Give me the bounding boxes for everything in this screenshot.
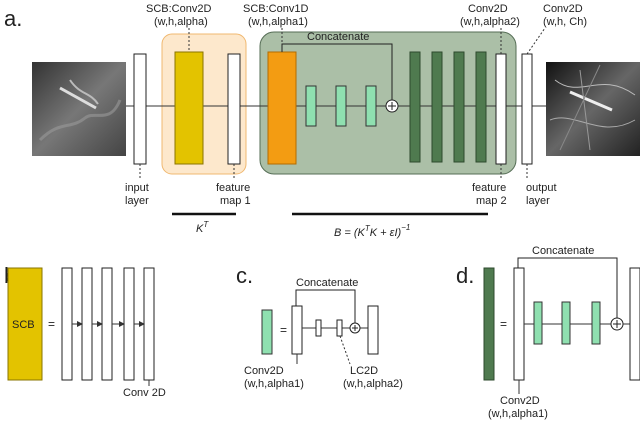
output-layer: [521, 53, 533, 165]
output-layer-label-1: output: [526, 182, 557, 194]
concatenate-label-d: Concatenate: [532, 245, 594, 257]
feature-map-2: [495, 53, 507, 165]
scb-conv2d-layer: [174, 51, 204, 165]
lc2d-block-2-c: [336, 319, 343, 337]
dark-green-layer-3: [453, 51, 465, 163]
concat-skip-line: [281, 43, 393, 100]
output-block-d: [629, 267, 640, 381]
equals-d: =: [500, 317, 507, 331]
conv2d-ch-title: Conv2D: [543, 3, 583, 15]
feature-map2-label-1: feature: [472, 182, 506, 194]
dark-green-layer-2: [431, 51, 443, 163]
conv2d-label-d-2: (w,h,alpha1): [488, 408, 548, 420]
output-block-c: [367, 305, 379, 355]
panel-label-a: a.: [4, 6, 22, 31]
scb-label-b: SCB: [12, 319, 35, 331]
lc2d-block-1-c: [315, 319, 322, 337]
scb-block-b: [7, 267, 43, 381]
conv2d-block-c: [291, 305, 303, 355]
lc2d-label-c-2: (w,h,alpha2): [343, 378, 403, 390]
concatenate-label-a: Concatenate: [307, 31, 369, 43]
conv2d-ch-params: (w,h, Ch): [543, 16, 587, 28]
kt-label: KT: [196, 220, 209, 235]
conv2d-label-b: Conv 2D: [123, 387, 166, 399]
feature-map1-label-1: feature: [216, 182, 250, 194]
output-image: [546, 62, 640, 156]
concat-skip-d: [517, 257, 618, 318]
light-green-block-c: [261, 309, 273, 355]
conv2d-alpha2-title: Conv2D: [468, 3, 508, 15]
conv2d-block-d: [513, 267, 525, 381]
light-green-layer-1: [305, 85, 317, 127]
light-green-block-d-3: [591, 301, 601, 345]
input-layer-label-1: input: [125, 182, 149, 194]
equals-b: =: [48, 317, 55, 331]
scb-conv2d-params: (w,h,alpha): [154, 16, 208, 28]
conv2d-label-c-2: (w,h,alpha1): [244, 378, 304, 390]
dark-green-block-d: [483, 267, 495, 381]
panel-label-c: c.: [236, 263, 253, 288]
conv2d-alpha2-params: (w,h,alpha2): [460, 16, 520, 28]
feature-map2-label-2: map 2: [476, 195, 507, 207]
output-layer-label-2: layer: [526, 195, 550, 207]
conv2d-label-d-1: Conv2D: [500, 395, 540, 407]
conv2d-label-c-1: Conv2D: [244, 365, 284, 377]
light-green-layer-2: [335, 85, 347, 127]
panel-label-d: d.: [456, 263, 474, 288]
feature-map1-label-2: map 1: [220, 195, 251, 207]
feature-map-1: [227, 53, 241, 165]
b-formula: B = (KTK + εI)−1: [334, 223, 410, 239]
input-image: [32, 62, 126, 156]
concat-skip-c: [295, 289, 356, 323]
scb-conv1d-title: SCB:Conv1D: [243, 3, 308, 15]
conv2d-stack-b: [61, 267, 155, 381]
dark-green-layer-1: [409, 51, 421, 163]
lc2d-label-c-1: LC2D: [350, 365, 378, 377]
input-layer: [133, 53, 147, 165]
input-layer-label-2: layer: [125, 195, 149, 207]
equals-c: =: [280, 323, 287, 337]
scb-conv2d-title: SCB:Conv2D: [146, 3, 211, 15]
concatenate-label-c: Concatenate: [296, 277, 358, 289]
scb-conv1d-params: (w,h,alpha1): [248, 16, 308, 28]
light-green-block-d-2: [561, 301, 571, 345]
dark-green-layer-4: [475, 51, 487, 163]
light-green-block-d-1: [533, 301, 543, 345]
light-green-layer-3: [365, 85, 377, 127]
scb-conv1d-layer: [267, 51, 297, 165]
